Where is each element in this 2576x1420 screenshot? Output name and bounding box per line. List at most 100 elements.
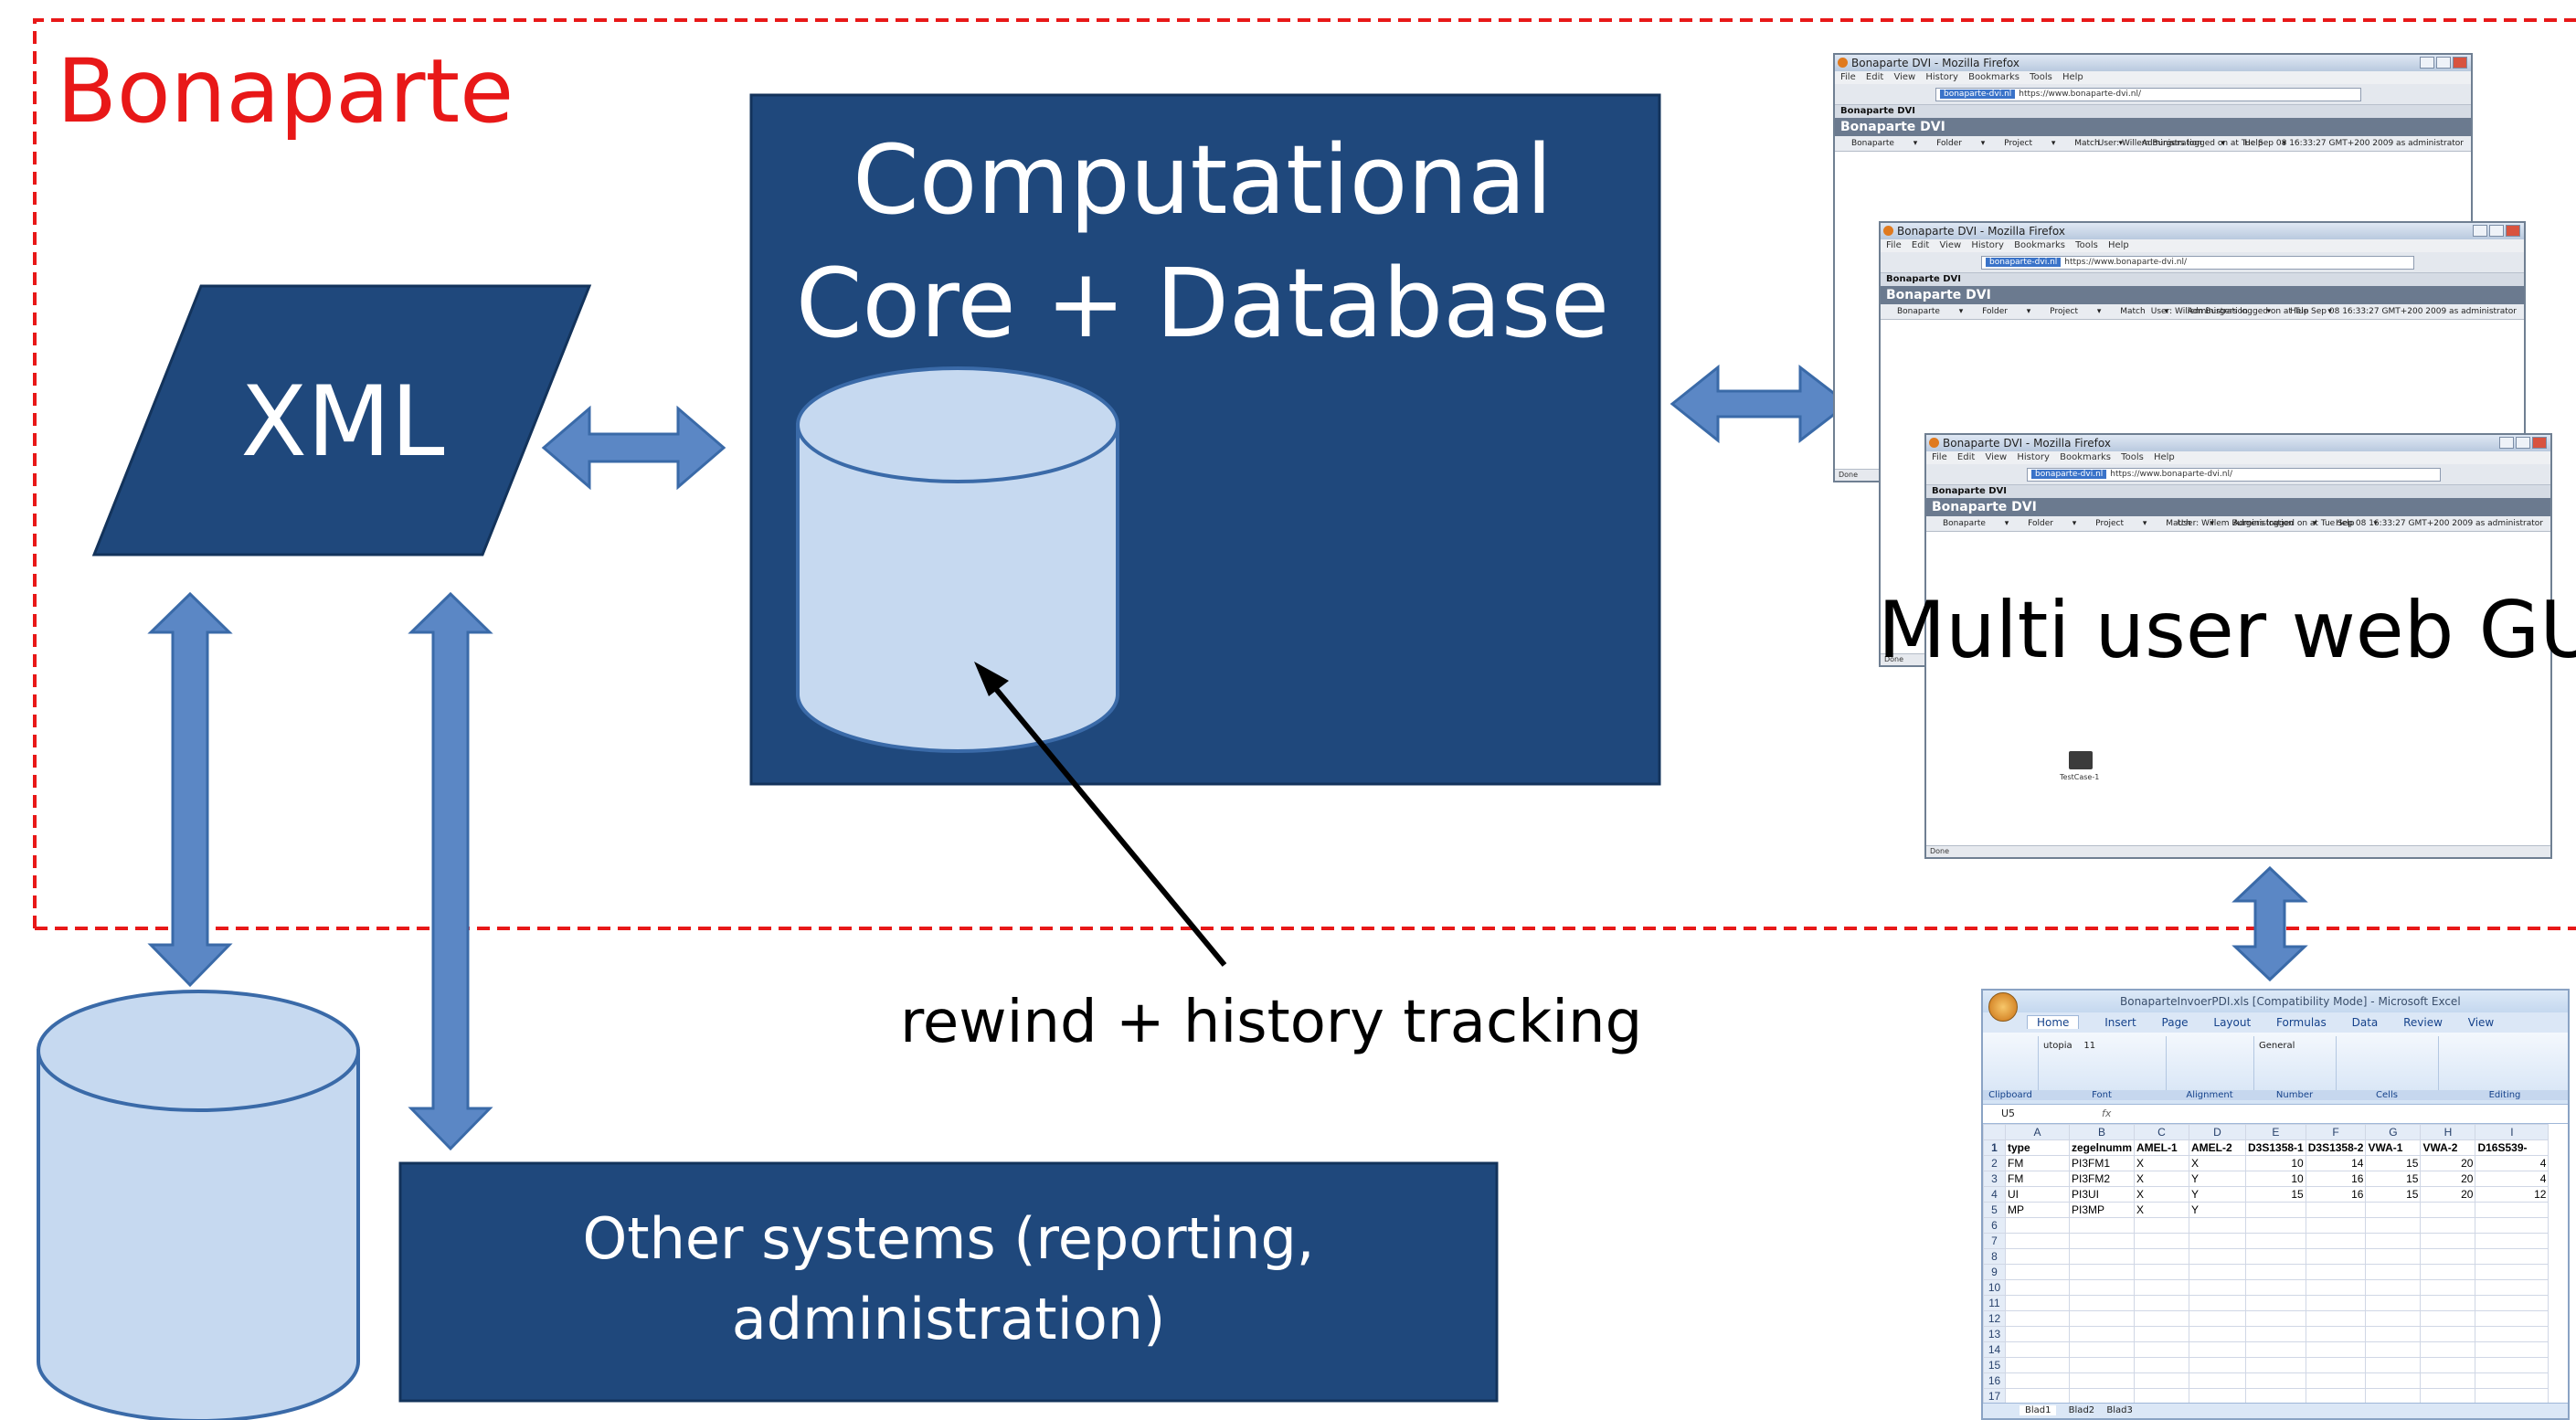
cell[interactable] — [2420, 1217, 2476, 1234]
cell[interactable] — [2305, 1295, 2367, 1311]
tab-data[interactable]: Data — [2351, 1016, 2379, 1029]
browser-tab[interactable]: Bonaparte DVI — [1835, 105, 2471, 118]
cell[interactable] — [2005, 1341, 2070, 1358]
cell[interactable]: D3S1358-2 — [2305, 1139, 2367, 1156]
folder-icon[interactable] — [2069, 751, 2093, 769]
cell[interactable]: 15 — [2365, 1171, 2422, 1187]
cell[interactable] — [2005, 1217, 2070, 1234]
cell[interactable] — [2068, 1295, 2136, 1311]
cell[interactable] — [2068, 1217, 2136, 1234]
select-all-corner[interactable] — [1983, 1124, 2006, 1140]
cell[interactable] — [2245, 1202, 2306, 1218]
cell[interactable] — [2068, 1388, 2136, 1404]
cell[interactable] — [2189, 1388, 2247, 1404]
cell[interactable] — [2245, 1217, 2306, 1234]
column-header[interactable]: B — [2068, 1124, 2136, 1140]
cell[interactable] — [2068, 1341, 2136, 1358]
cell[interactable] — [2245, 1264, 2306, 1280]
cell[interactable] — [2005, 1295, 2070, 1311]
cell[interactable] — [2475, 1388, 2549, 1404]
cell[interactable]: AMEL-2 — [2189, 1139, 2247, 1156]
cell[interactable]: PI3UI — [2068, 1186, 2136, 1203]
cell[interactable] — [2365, 1202, 2422, 1218]
cell[interactable] — [2189, 1264, 2247, 1280]
row-header[interactable]: 17 — [1983, 1388, 2006, 1404]
row-header[interactable]: 10 — [1983, 1279, 2006, 1296]
cell[interactable] — [2005, 1310, 2070, 1327]
cell[interactable]: Y — [2189, 1171, 2247, 1187]
cell[interactable] — [2245, 1372, 2306, 1389]
cell[interactable] — [2420, 1264, 2476, 1280]
column-header[interactable]: A — [2005, 1124, 2070, 1140]
app-menu-items[interactable]: Bonaparte ▾ Folder ▾ Project ▾ Match ▾ A… — [1851, 139, 2286, 148]
cell[interactable] — [2068, 1372, 2136, 1389]
cell[interactable] — [2245, 1233, 2306, 1249]
cell[interactable] — [2420, 1202, 2476, 1218]
cell[interactable] — [2134, 1357, 2190, 1373]
cell[interactable] — [2475, 1295, 2549, 1311]
cell[interactable]: VWA-2 — [2420, 1139, 2476, 1156]
sheet-tab-blad1[interactable]: Blad1 — [2019, 1405, 2057, 1415]
cell[interactable]: 15 — [2365, 1186, 2422, 1203]
cell[interactable] — [2420, 1279, 2476, 1296]
row-header[interactable]: 7 — [1983, 1233, 2006, 1249]
tab-page-layout[interactable]: Page Layout — [2161, 1016, 2252, 1029]
cell[interactable] — [2005, 1279, 2070, 1296]
row-header[interactable]: 1 — [1983, 1139, 2006, 1156]
cell[interactable] — [2365, 1295, 2422, 1311]
cell[interactable]: UI — [2005, 1186, 2070, 1203]
cell[interactable] — [2420, 1310, 2476, 1327]
cell[interactable]: 10 — [2245, 1155, 2306, 1171]
cell[interactable]: 10 — [2245, 1171, 2306, 1187]
row-header[interactable]: 11 — [1983, 1295, 2006, 1311]
sheet-tab-blad3[interactable]: Blad3 — [2106, 1405, 2133, 1415]
cell[interactable] — [2365, 1357, 2422, 1373]
cell[interactable]: X — [2134, 1186, 2190, 1203]
cell[interactable] — [2134, 1233, 2190, 1249]
cell[interactable] — [2420, 1372, 2476, 1389]
cell[interactable]: D3S1358-1 — [2245, 1139, 2306, 1156]
cell[interactable]: X — [2189, 1155, 2247, 1171]
row-header[interactable]: 9 — [1983, 1264, 2006, 1280]
cell[interactable] — [2189, 1357, 2247, 1373]
cell[interactable]: Y — [2189, 1186, 2247, 1203]
cell[interactable] — [2005, 1248, 2070, 1265]
cell[interactable]: X — [2134, 1202, 2190, 1218]
cell[interactable] — [2365, 1310, 2422, 1327]
row-header[interactable]: 2 — [1983, 1155, 2006, 1171]
cell[interactable]: D16S539- — [2475, 1139, 2549, 1156]
cell[interactable] — [2134, 1326, 2190, 1342]
cell[interactable]: PI3FM2 — [2068, 1171, 2136, 1187]
cell[interactable] — [2134, 1372, 2190, 1389]
cell[interactable] — [2475, 1233, 2549, 1249]
close-icon[interactable] — [2453, 57, 2467, 69]
cell[interactable] — [2475, 1357, 2549, 1373]
row-header[interactable]: 8 — [1983, 1248, 2006, 1265]
cell[interactable] — [2305, 1279, 2367, 1296]
cell[interactable] — [2475, 1310, 2549, 1327]
cell[interactable]: PI3FM1 — [2068, 1155, 2136, 1171]
row-header[interactable]: 15 — [1983, 1357, 2006, 1373]
app-menu-items[interactable]: Bonaparte ▾ Folder ▾ Project ▾ Match ▾ A… — [1897, 307, 2332, 316]
cell[interactable] — [2305, 1357, 2367, 1373]
minimize-icon[interactable] — [2420, 57, 2434, 69]
browser-tab[interactable]: Bonaparte DVI — [1881, 273, 2524, 286]
cell[interactable] — [2068, 1357, 2136, 1373]
close-icon[interactable] — [2532, 437, 2547, 449]
cell[interactable] — [2305, 1248, 2367, 1265]
cell[interactable] — [2365, 1233, 2422, 1249]
cell[interactable] — [2005, 1233, 2070, 1249]
browser-menu-items[interactable]: File Edit View History Bookmarks Tools H… — [1932, 452, 2175, 462]
row-header[interactable]: 6 — [1983, 1217, 2006, 1234]
tab-view[interactable]: View — [2467, 1016, 2495, 1029]
cell[interactable] — [2420, 1388, 2476, 1404]
cell[interactable] — [2134, 1341, 2190, 1358]
cell[interactable] — [2305, 1326, 2367, 1342]
cell[interactable] — [2189, 1295, 2247, 1311]
row-header[interactable]: 5 — [1983, 1202, 2006, 1218]
browser-tab[interactable]: Bonaparte DVI — [1926, 485, 2550, 498]
cell[interactable] — [2475, 1341, 2549, 1358]
